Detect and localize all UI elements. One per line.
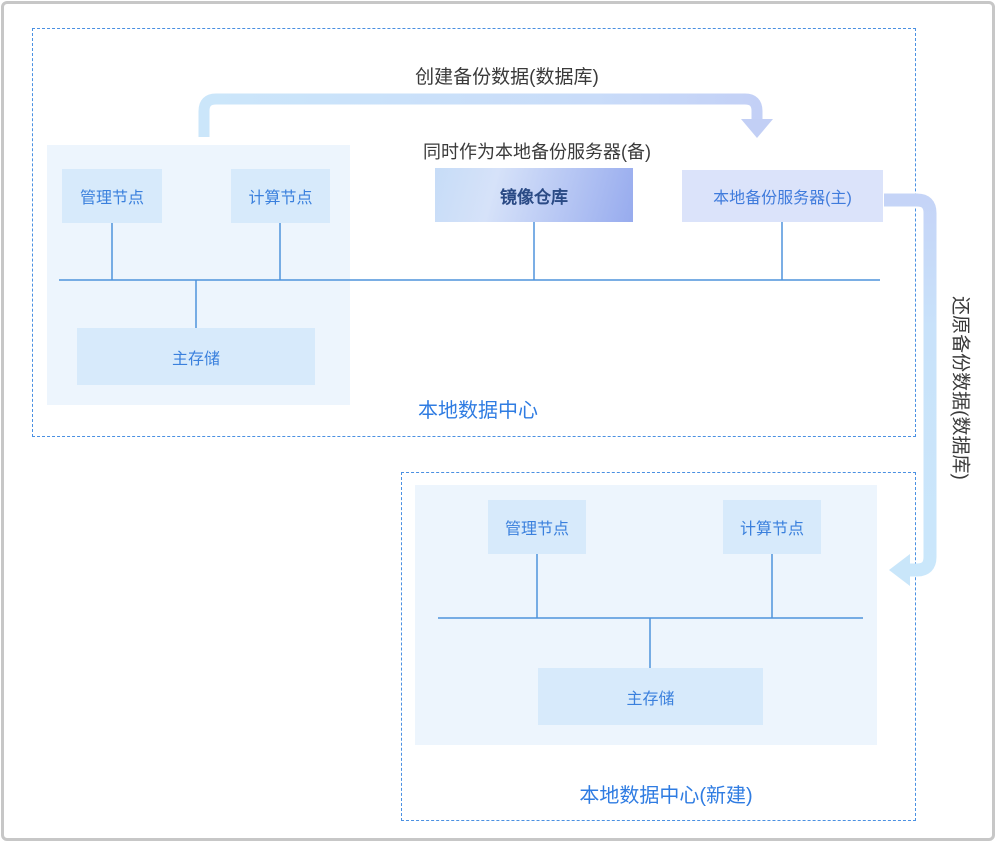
dc2-compute-node: 计算节点 <box>723 500 821 554</box>
restore-backup-arrow-label: 还原备份数据(数据库) <box>949 296 971 480</box>
standby-server-note: 同时作为本地备份服务器(备) <box>423 142 651 162</box>
dc2-primary-storage-node: 主存储 <box>538 668 763 725</box>
dc2-title: 本地数据中心(新建) <box>579 785 753 807</box>
dc1-compute-node: 计算节点 <box>231 169 330 223</box>
dc1-local-backup-server-primary-node: 本地备份服务器(主) <box>682 170 883 222</box>
dc1-mirror-repository-node: 镜像仓库 <box>435 168 633 222</box>
dc2-dashed-boundary <box>401 472 916 821</box>
dc2-management-node: 管理节点 <box>488 500 586 554</box>
dc1-title: 本地数据中心 <box>418 400 538 422</box>
dc1-management-node: 管理节点 <box>62 169 162 223</box>
dc1-primary-storage-node: 主存储 <box>77 328 315 385</box>
create-backup-arrow-label: 创建备份数据(数据库) <box>415 67 599 88</box>
